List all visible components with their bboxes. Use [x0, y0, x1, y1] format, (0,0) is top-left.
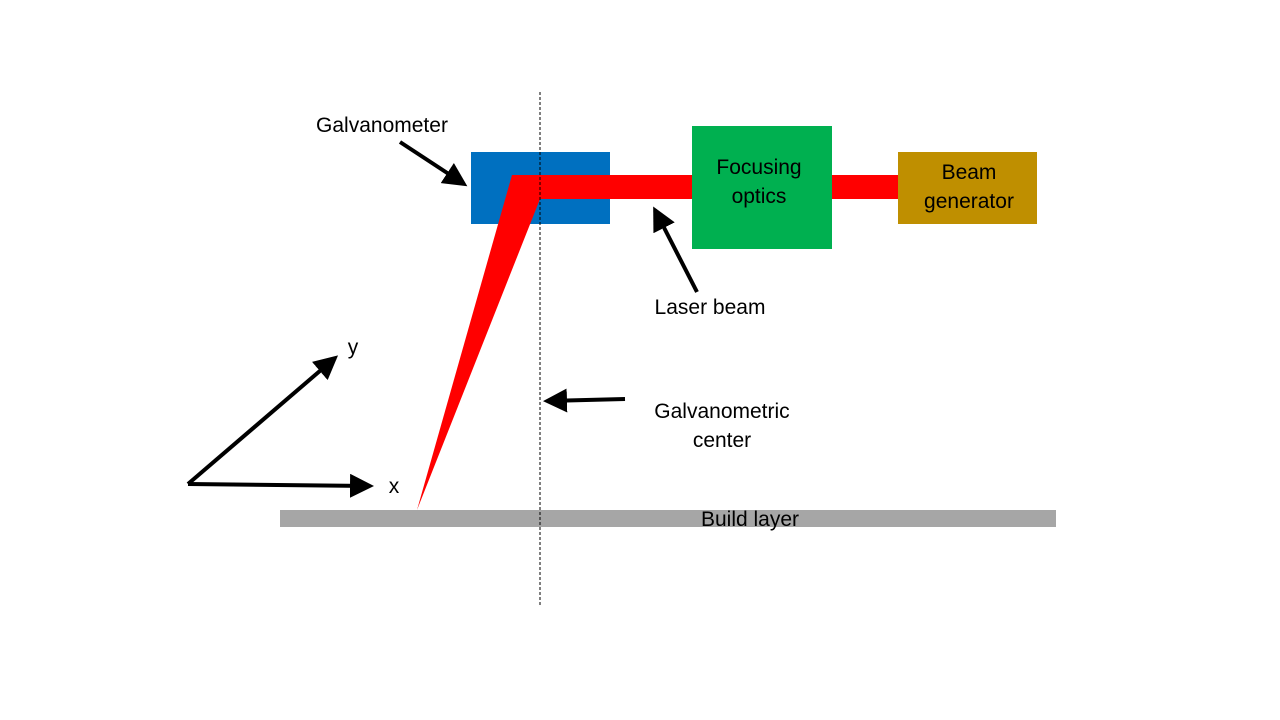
- laser-beam-deflected: [417, 175, 540, 510]
- galvanometer-pointer-arrow: [398, 140, 468, 187]
- galvanometric-center-label-line1: Galvanometric: [654, 400, 789, 423]
- galvanometric-center-pointer-arrow: [543, 388, 626, 413]
- beam-generator-label-line1: Beam: [942, 161, 997, 184]
- laser-beam-label: Laser beam: [655, 296, 766, 319]
- build-layer-bar: [280, 510, 1056, 527]
- axis-y-arrow: [186, 355, 339, 486]
- axis-x-label: x: [389, 475, 400, 498]
- build-layer-label: Build layer: [701, 508, 799, 531]
- beam-generator-label-line2: generator: [924, 190, 1014, 213]
- laser-beam-horizontal-right: [832, 175, 898, 199]
- axis-x-arrow: [187, 473, 374, 498]
- focusing-optics-box: [692, 126, 832, 249]
- galvanometric-center-label-line2: center: [693, 429, 751, 452]
- laser-beam-pointer-arrow: [653, 206, 699, 293]
- focusing-optics-label-line1: Focusing: [716, 156, 801, 179]
- laser-beam-horizontal: [540, 175, 692, 199]
- galvanometer-label: Galvanometer: [316, 114, 448, 137]
- beam-generator-box: [898, 152, 1037, 224]
- focusing-optics-label-line2: optics: [732, 185, 787, 208]
- axis-y-label: y: [348, 336, 359, 359]
